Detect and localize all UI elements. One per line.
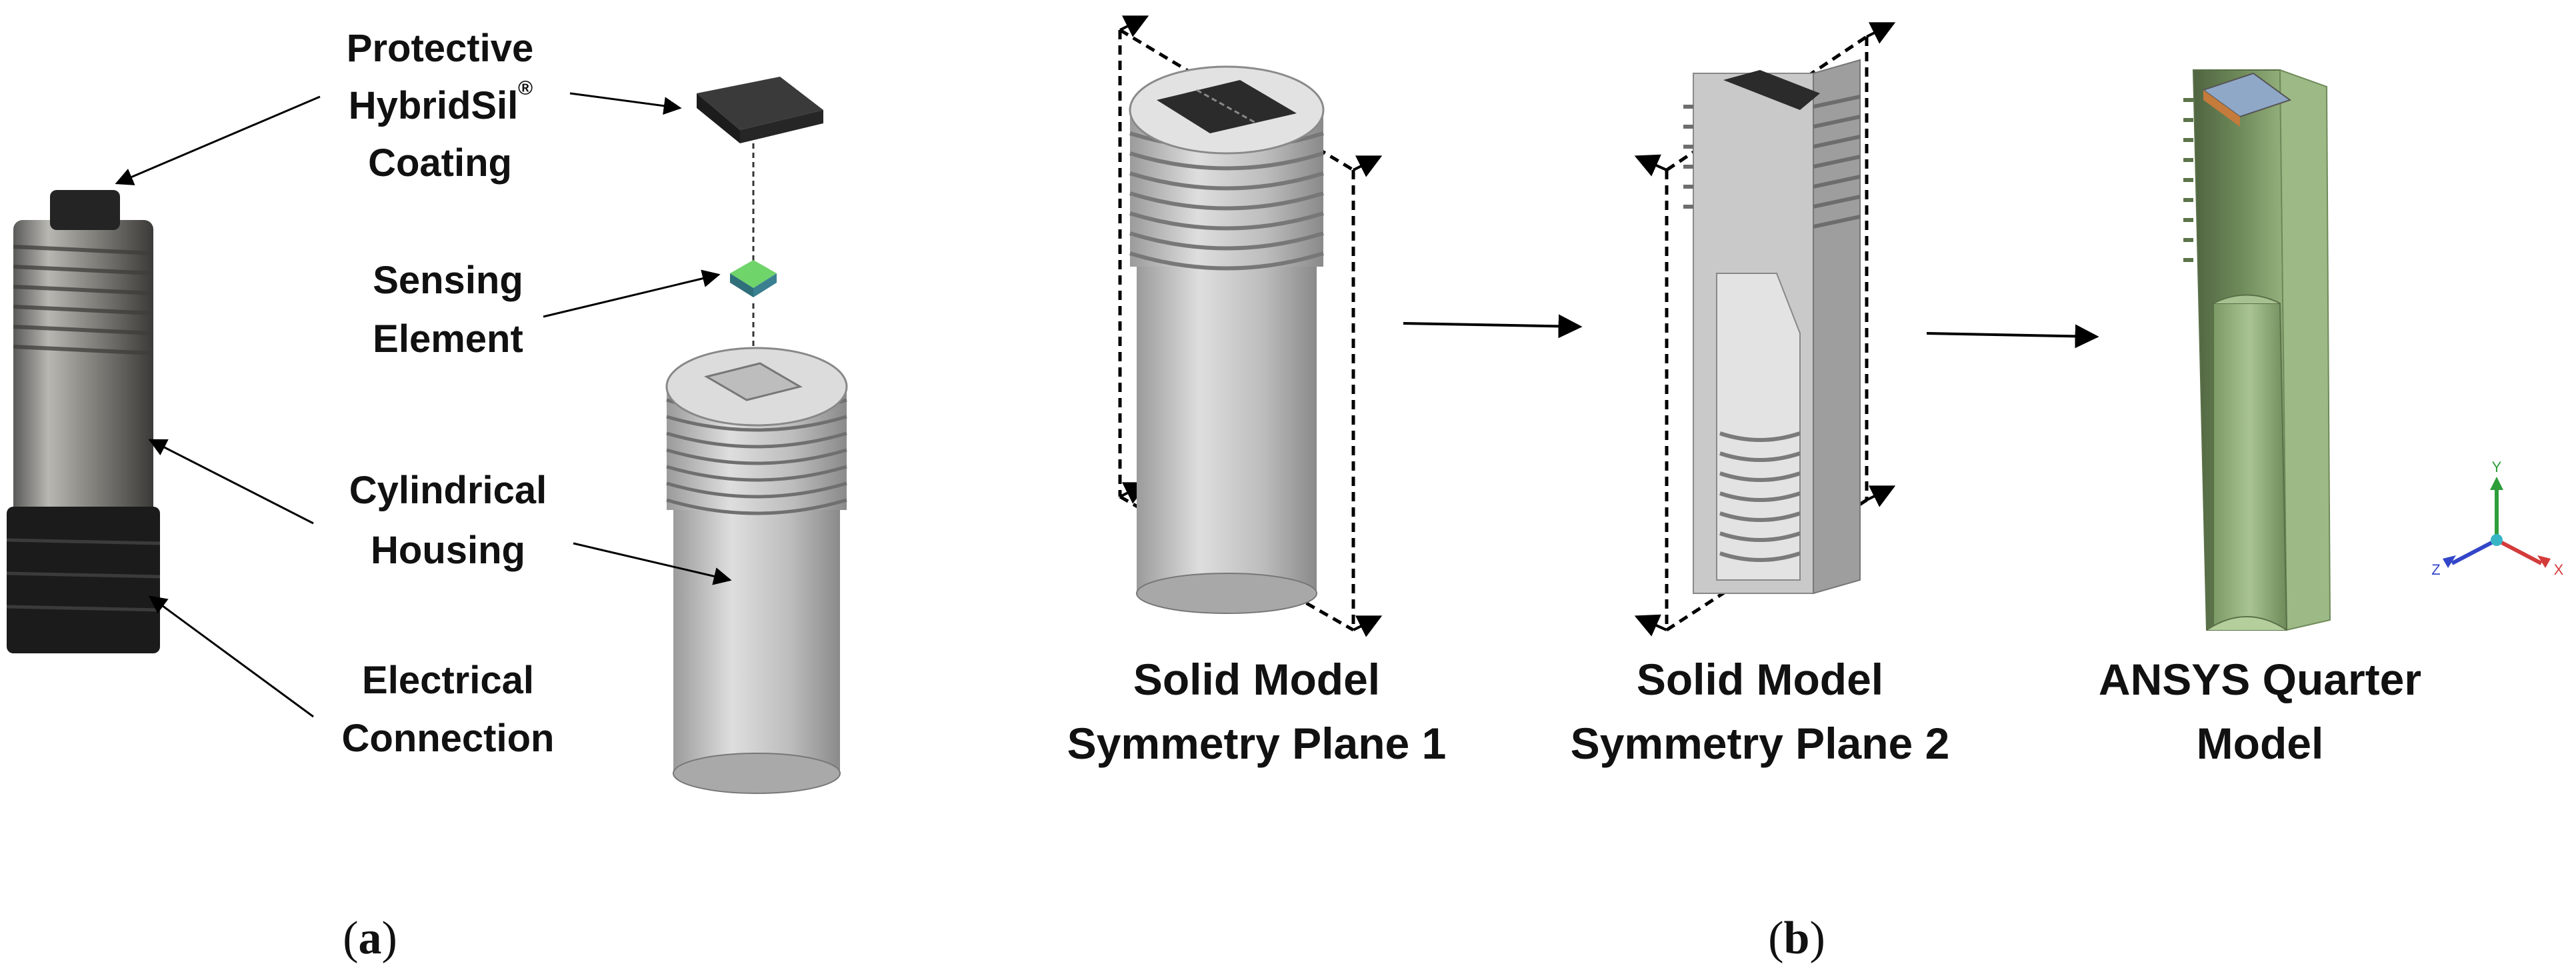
coating-label-line3: Coating — [368, 141, 512, 185]
solid-model-plane-2 — [1634, 22, 1896, 637]
coating-part — [697, 77, 823, 143]
axis-triad: Y X Z — [2431, 459, 2563, 578]
registered-mark: ® — [518, 77, 533, 99]
sensor-photo — [6, 190, 161, 653]
model-2-label-line1: Solid Model — [1637, 655, 1883, 704]
sensing-label-line2: Element — [373, 317, 523, 361]
caption-b: (b) — [1768, 913, 1825, 964]
pointer-arrows — [115, 92, 732, 718]
flow-arrow-2 — [1926, 324, 2099, 349]
electrical-label-line1: Electrical — [362, 659, 534, 702]
sensing-label-line1: Sensing — [373, 259, 523, 302]
panel-a-labels: Protective HybridSil ® Coating Sensing E… — [342, 27, 555, 760]
electrical-label-line2: Connection — [342, 717, 555, 760]
sensing-element-part — [730, 260, 777, 297]
flow-arrow-1 — [1403, 314, 1583, 339]
axis-z-label: Z — [2431, 561, 2440, 578]
model-2-label-line2: Symmetry Plane 2 — [1571, 719, 1950, 768]
axis-x-label: X — [2554, 561, 2564, 578]
caption-a: (a) — [343, 913, 397, 964]
housing-part — [665, 347, 848, 794]
solid-model-plane-1 — [1118, 15, 1383, 637]
panel-b-labels: Solid Model Symmetry Plane 1 Solid Model… — [1067, 655, 2421, 768]
model-3-label-line2: Model — [2197, 719, 2324, 768]
model-1-label-line2: Symmetry Plane 1 — [1067, 719, 1447, 768]
housing-label-line1: Cylindrical — [349, 469, 547, 512]
coating-label-line1: Protective — [347, 27, 533, 70]
housing-label-line2: Housing — [371, 529, 525, 572]
exploded-view — [665, 77, 848, 794]
panel-a: Protective HybridSil ® Coating Sensing E… — [6, 27, 848, 964]
model-3-label-line1: ANSYS Quarter — [2099, 655, 2421, 704]
model-1-label-line1: Solid Model — [1133, 655, 1380, 704]
panel-b: Y X Z Solid Model Symmetry Plane 1 Solid… — [1067, 15, 2564, 964]
axis-y-label: Y — [2492, 459, 2502, 475]
coating-label-line2: HybridSil — [349, 84, 519, 127]
ansys-quarter-model — [2183, 69, 2331, 631]
